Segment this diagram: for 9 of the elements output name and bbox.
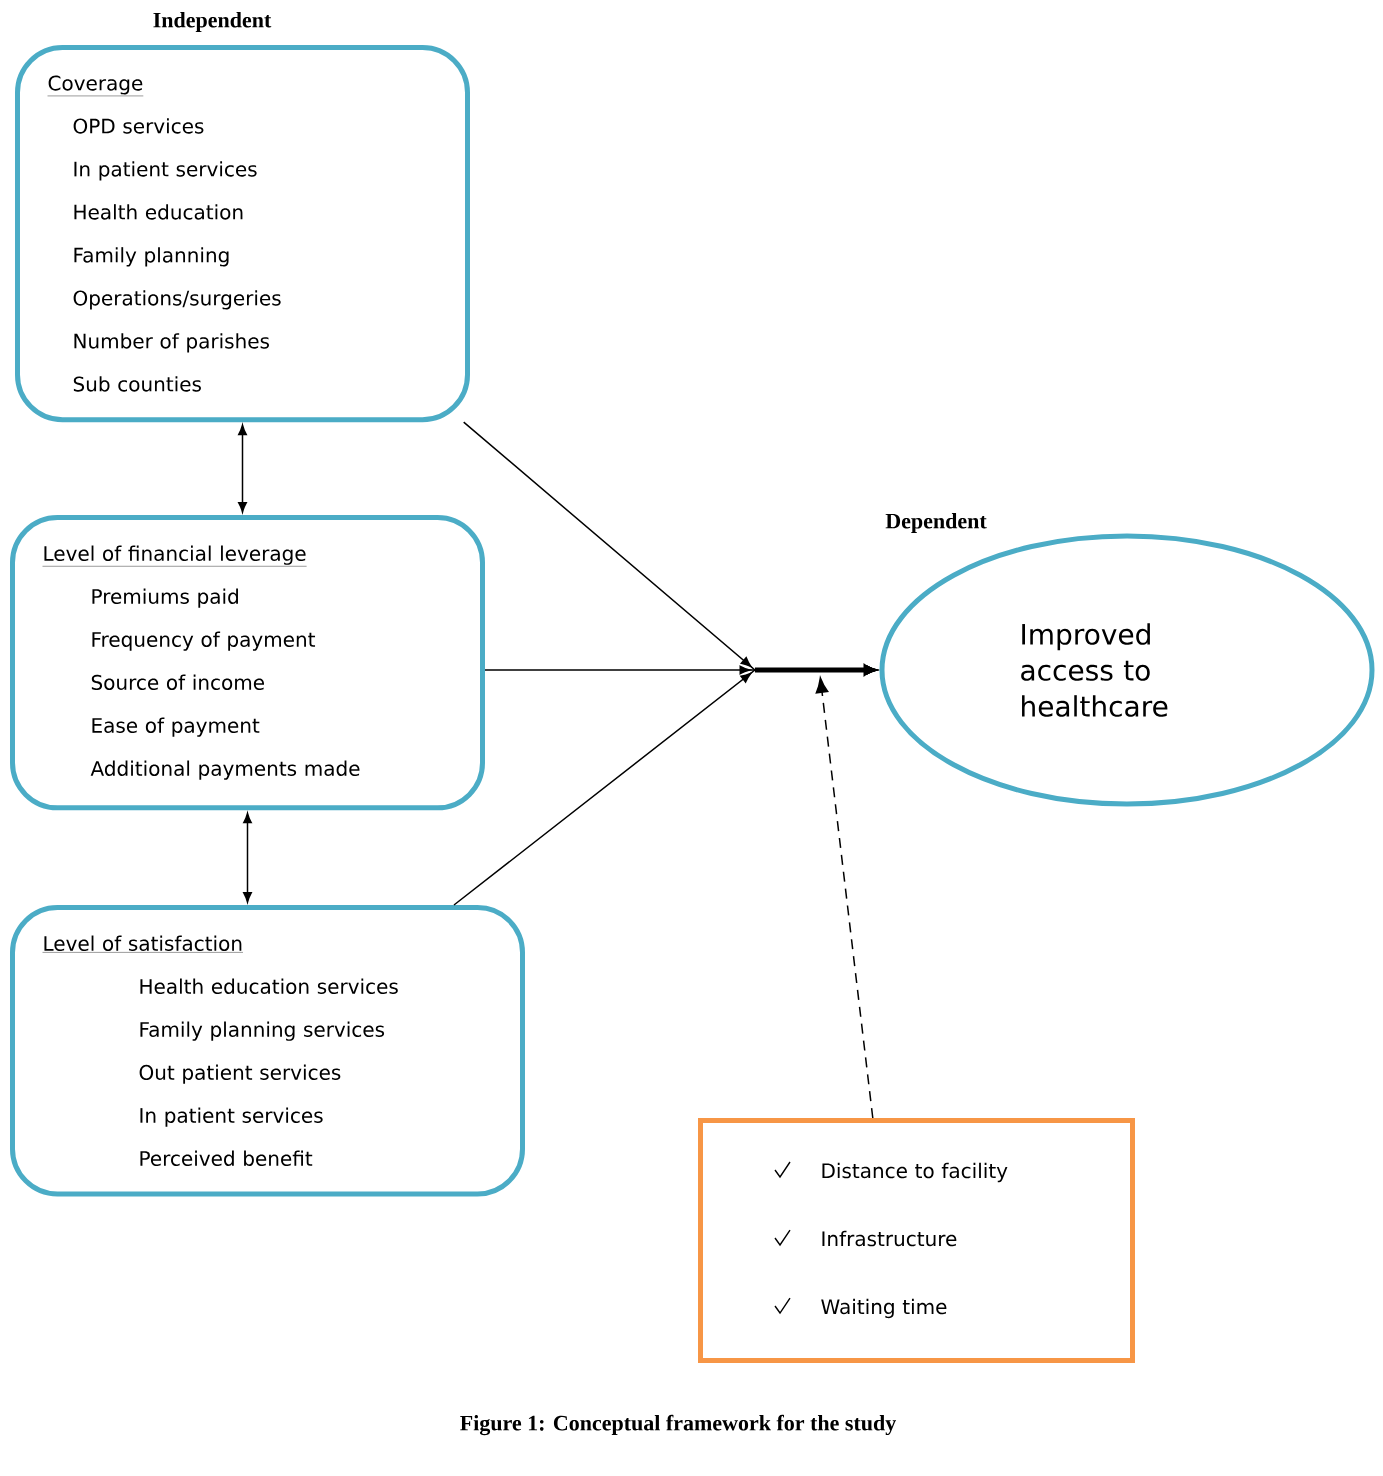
arrow	[243, 812, 252, 903]
heading-text: Dependent	[885, 513, 987, 533]
caption: Figure 1: Conceptual framework for the study	[460, 1414, 897, 1436]
group-box: Level of satisfaction Health education services Family planning services Out patient services In patient services Perceived benefit	[10, 905, 525, 1197]
arrow	[238, 424, 247, 513]
arrow	[815, 677, 874, 1119]
factor-box: Distance to facility Infrastructure Waiting time	[698, 1118, 1135, 1363]
group-box: Level of financial leverage Premiums paid Frequency of payment Source of income Ease of payment Additional payments made	[10, 515, 485, 811]
group-box: Coverage OPD services In patient services Health education Family planning Operations/surgeries Number of parishes Sub counties	[15, 45, 470, 423]
